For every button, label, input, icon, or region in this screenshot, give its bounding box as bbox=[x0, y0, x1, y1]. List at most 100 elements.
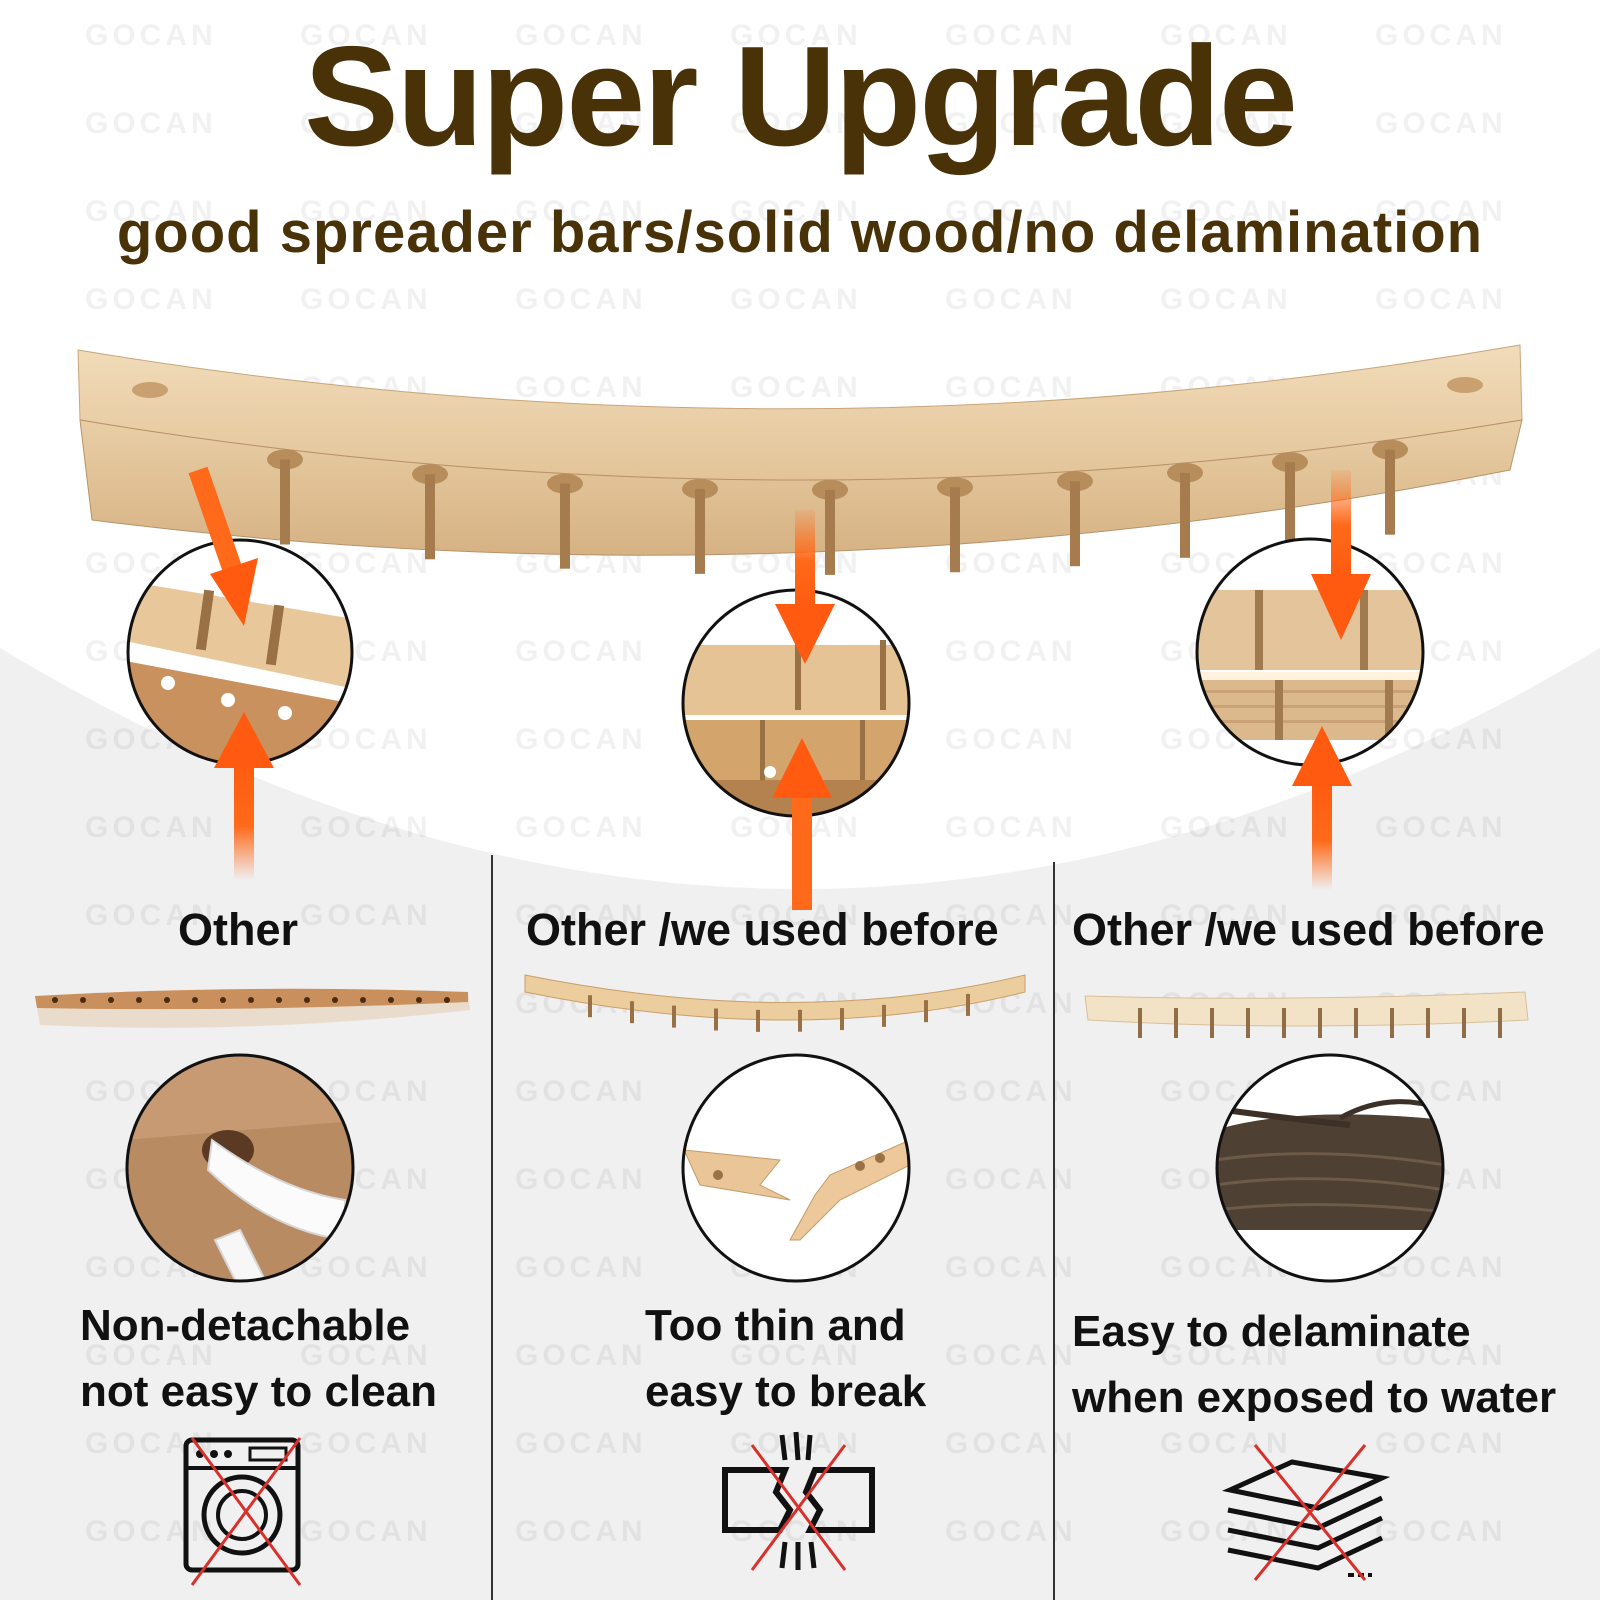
watermark-text: GOCAN bbox=[515, 1515, 647, 1548]
no-break-icon bbox=[722, 1431, 875, 1571]
watermark-text: GOCAN bbox=[300, 899, 432, 932]
defect-text-line1-col3: Easy to delaminate bbox=[1072, 1307, 1471, 1356]
competitor-bar-holes bbox=[35, 988, 470, 1028]
bar-hole bbox=[248, 997, 254, 1003]
watermark-text: GOCAN bbox=[1375, 899, 1507, 932]
bar-slot bbox=[950, 487, 960, 573]
watermark-text: GOCAN bbox=[730, 107, 862, 140]
bar-slot bbox=[1285, 462, 1295, 548]
column-label-used-before-plywood: Other /we used before bbox=[1072, 904, 1545, 955]
bar-hole bbox=[444, 997, 450, 1003]
watermark-text: GOCAN bbox=[515, 899, 647, 932]
watermark-text: GOCAN bbox=[1375, 1515, 1507, 1548]
plywood-bar-slot bbox=[1282, 1008, 1286, 1038]
bar-hole bbox=[52, 997, 58, 1003]
watermark-text: GOCAN bbox=[1375, 1339, 1507, 1372]
main-spreader-bar bbox=[77, 344, 1523, 556]
bar-hole bbox=[220, 997, 226, 1003]
plywood-bar-slot bbox=[1138, 1008, 1142, 1038]
watermark-text: GOCAN bbox=[300, 1515, 432, 1548]
bar-slot bbox=[695, 488, 705, 574]
column-label-used-before-thin: Other /we used before bbox=[526, 904, 999, 955]
column-label-other: Other bbox=[178, 904, 299, 955]
watermark-text: GOCAN bbox=[300, 107, 432, 140]
thin-bar-slot bbox=[798, 1009, 802, 1032]
watermark-text: GOCAN bbox=[515, 1075, 647, 1108]
watermark-text: GOCAN bbox=[945, 107, 1077, 140]
watermark-text: GOCAN bbox=[1160, 1339, 1292, 1372]
competitor-bar-thin bbox=[524, 974, 1026, 1032]
bar-hole bbox=[136, 997, 142, 1003]
headline: Super Upgrade bbox=[304, 17, 1298, 176]
watermark-text: GOCAN bbox=[515, 107, 647, 140]
watermark-text: GOCAN bbox=[1375, 107, 1507, 140]
watermark-text: GOCAN bbox=[85, 1339, 217, 1372]
watermark-text: GOCAN bbox=[300, 1339, 432, 1372]
thin-bar-slot bbox=[756, 1009, 760, 1032]
watermark-text: GOCAN bbox=[945, 1075, 1077, 1108]
plywood-bar-slot bbox=[1462, 1008, 1466, 1038]
competitor-bar-plywood bbox=[1084, 991, 1529, 1038]
plywood-bar-slot bbox=[1174, 1008, 1178, 1038]
watermark-text: GOCAN bbox=[300, 1251, 432, 1284]
bar-hole bbox=[192, 997, 198, 1003]
watermark-text: GOCAN bbox=[945, 547, 1077, 580]
bar-slot bbox=[1070, 481, 1080, 567]
plywood-bar-slot bbox=[1318, 1008, 1322, 1038]
defect-text-line2-col3: when exposed to water bbox=[1072, 1373, 1557, 1422]
watermark-text: GOCAN bbox=[515, 1251, 647, 1284]
watermark-text: GOCAN bbox=[515, 195, 647, 228]
bar-slot bbox=[425, 474, 435, 560]
watermark-text: GOCAN bbox=[730, 283, 862, 316]
arrow-down-center bbox=[775, 510, 835, 664]
bar-slot-group bbox=[267, 439, 1408, 575]
plywood-bar-slot bbox=[1390, 1008, 1394, 1038]
subheadline: good spreader bars/solid wood/no delamin… bbox=[116, 200, 1484, 265]
watermark-text: GOCAN bbox=[515, 1427, 647, 1460]
watermark-text: GOCAN bbox=[945, 723, 1077, 756]
zoom-circle-plywood bbox=[1195, 537, 1425, 767]
watermark-text: GOCAN bbox=[85, 811, 217, 844]
watermark-text: GOCAN bbox=[515, 19, 647, 52]
watermark-text: GOCAN bbox=[1375, 19, 1507, 52]
watermark-text: GOCAN bbox=[515, 811, 647, 844]
watermark-text: GOCAN bbox=[945, 635, 1077, 668]
watermark-text: GOCAN bbox=[730, 195, 862, 228]
watermark-text: GOCAN bbox=[730, 1339, 862, 1372]
plywood-bar-slot bbox=[1210, 1008, 1214, 1038]
no-washing-machine-icon bbox=[183, 1437, 302, 1586]
bar-hole bbox=[388, 997, 394, 1003]
watermark-text: GOCAN bbox=[1160, 107, 1292, 140]
watermark-text: GOCAN bbox=[85, 19, 217, 52]
thin-bar-slot bbox=[714, 1008, 718, 1031]
watermark-text: GOCAN bbox=[515, 1163, 647, 1196]
watermark-text: GOCAN bbox=[515, 1339, 647, 1372]
watermark-text: GOCAN bbox=[300, 19, 432, 52]
bar-hole bbox=[304, 997, 310, 1003]
watermark-text: GOCAN bbox=[1375, 723, 1507, 756]
watermark-text: GOCAN bbox=[945, 1515, 1077, 1548]
watermark-text: GOCAN bbox=[945, 1339, 1077, 1372]
arrow-down-left bbox=[188, 466, 258, 626]
watermark-text: GOCAN bbox=[945, 283, 1077, 316]
watermark-text: GOCAN bbox=[945, 195, 1077, 228]
no-layers-icon bbox=[1221, 1444, 1391, 1581]
watermark-text: GOCAN bbox=[1375, 811, 1507, 844]
bar-hole bbox=[416, 997, 422, 1003]
watermark-text: GOCAN bbox=[1160, 195, 1292, 228]
bar-hole bbox=[164, 997, 170, 1003]
thin-bar-slot bbox=[840, 1008, 844, 1031]
watermark-text: GOCAN bbox=[945, 1427, 1077, 1460]
defect-text-line2-col1: not easy to clean bbox=[80, 1367, 438, 1416]
bar-slot bbox=[1180, 472, 1190, 558]
watermark-text: GOCAN bbox=[515, 723, 647, 756]
arrow-group bbox=[188, 466, 1371, 910]
plywood-bar-slot bbox=[1498, 1008, 1502, 1038]
thin-bar-slot bbox=[672, 1005, 676, 1028]
watermark-text: GOCAN bbox=[85, 283, 217, 316]
arrow-up-left bbox=[214, 712, 274, 880]
watermark-text: GOCAN bbox=[300, 283, 432, 316]
watermark-text: GOCAN bbox=[1160, 1515, 1292, 1548]
watermark-text: GOCAN bbox=[1160, 1427, 1292, 1460]
watermark-text: GOCAN bbox=[945, 371, 1077, 404]
